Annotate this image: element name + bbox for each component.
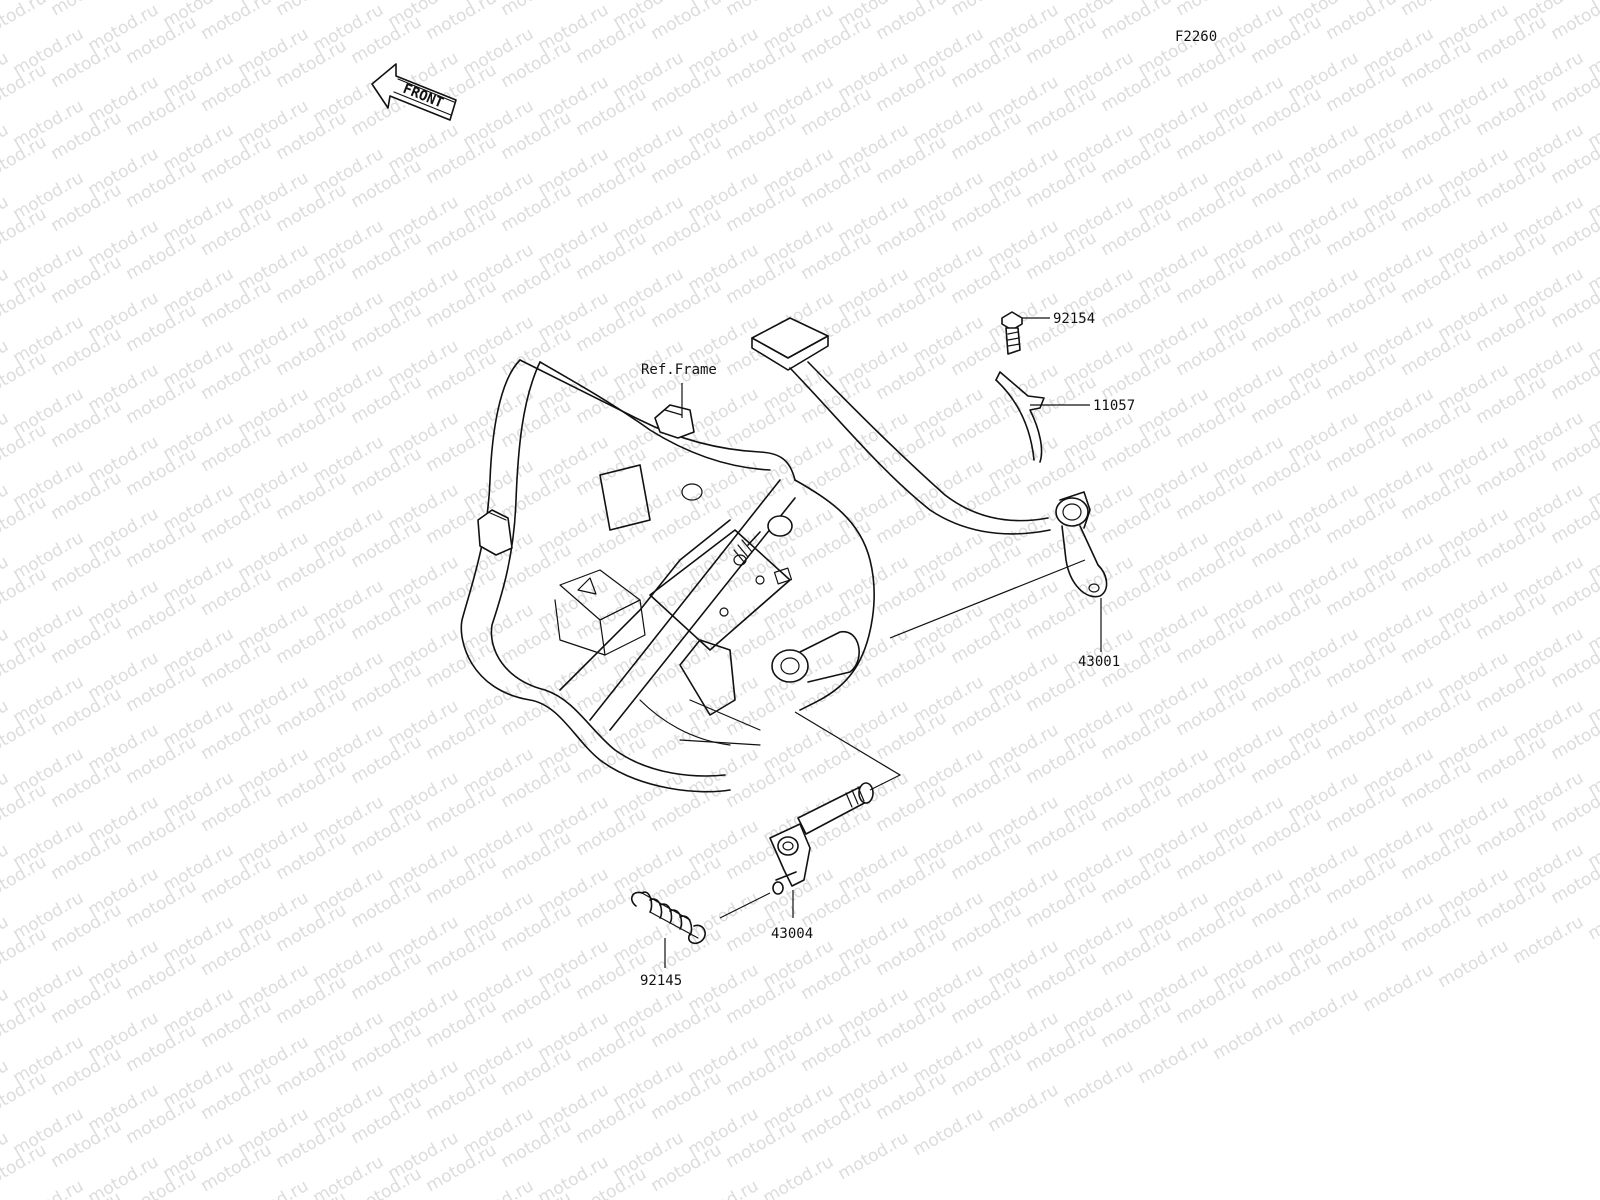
watermark-text: motod.ru	[0, 924, 50, 980]
ref-frame-label: Ref.Frame	[641, 362, 717, 378]
watermark-text: motod.ru	[1585, 0, 1600, 8]
watermark-text: motod.ru	[760, 1152, 838, 1200]
watermark-text: motod.ru	[0, 996, 50, 1052]
part-number-92145: 92145	[640, 973, 682, 989]
watermark-text: motod.ru	[0, 348, 50, 404]
watermark-text: motod.ru	[835, 1128, 913, 1184]
watermark-text: motod.ru	[723, 0, 801, 20]
watermark-text: motod.ru	[948, 0, 1026, 20]
watermark-text: motod.ru	[235, 1176, 313, 1200]
watermark-text: motod.ru	[0, 132, 50, 188]
watermark-text: motod.ru	[0, 0, 50, 44]
spring-92145	[630, 891, 706, 945]
watermark-text: motod.ru	[0, 636, 50, 692]
watermark-text: motod.ru	[0, 420, 50, 476]
watermark-text: motod.ru	[685, 1176, 763, 1200]
watermark-text: motod.ru	[1360, 960, 1438, 1016]
watermark-text: motod.ru	[0, 564, 50, 620]
watermark-text: motod.ru	[1585, 888, 1600, 944]
part-number-43004: 43004	[771, 926, 813, 942]
guide-11057	[995, 371, 1045, 463]
watermark-text: motod.ru	[0, 852, 50, 908]
watermark-text: motod.ru	[1173, 0, 1251, 20]
watermark-text: motod.ru	[498, 0, 576, 20]
watermark-text: motod.ru	[460, 1176, 538, 1200]
figure-code: F2260	[1175, 29, 1217, 45]
watermark-text: motod.ru	[0, 60, 50, 116]
watermark-text: motod.ru	[10, 1176, 88, 1200]
bolt-92154	[1001, 311, 1023, 355]
watermark-text: motod.ru	[48, 0, 126, 20]
watermark-text: motod.ru	[0, 204, 50, 260]
watermark-text: motod.ru	[0, 780, 50, 836]
part-number-11057: 11057	[1093, 398, 1135, 414]
watermark-text: motod.ru	[0, 492, 50, 548]
watermark-text: motod.ru	[1060, 1056, 1138, 1112]
watermark-text: motod.ru	[1435, 936, 1513, 992]
watermark-text: motod.ru	[1210, 1008, 1288, 1064]
watermark-text: motod.ru	[0, 1068, 50, 1124]
watermark-text: motod.ru	[1398, 0, 1476, 20]
watermark-text: motod.ru	[273, 0, 351, 20]
watermark-text: motod.ru	[910, 1104, 988, 1160]
watermark-text: motod.ru	[985, 1080, 1063, 1136]
frame-reference	[460, 359, 875, 793]
watermark-text: motod.ru	[1285, 984, 1363, 1040]
part-number-92154: 92154	[1053, 311, 1095, 327]
part-number-43001: 43001	[1078, 654, 1120, 670]
watermark-text: motod.ru	[0, 708, 50, 764]
watermark-text: motod.ru	[1135, 1032, 1213, 1088]
leader-lines	[664, 317, 1102, 968]
watermark-text: motod.ru	[0, 1140, 50, 1196]
watermark-text: motod.ru	[0, 276, 50, 332]
shaft-43004	[769, 782, 874, 895]
watermark-text: motod.ru	[1510, 912, 1588, 968]
brake-pedal	[751, 317, 1108, 598]
